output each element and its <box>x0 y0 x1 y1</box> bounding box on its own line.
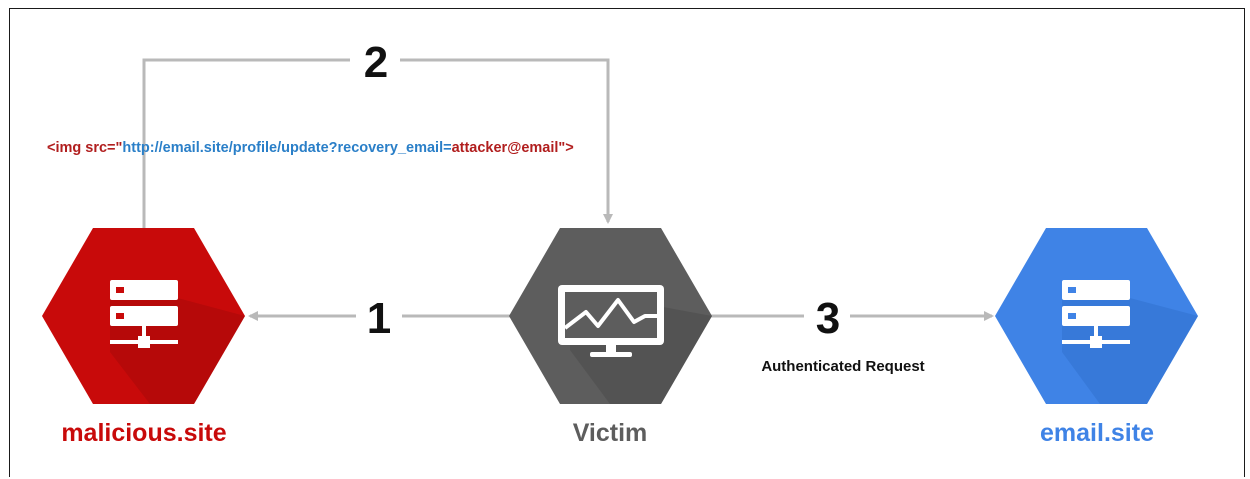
edge-step-2: 2 <box>142 38 613 228</box>
payload-suffix: "> <box>558 140 573 156</box>
email-site-label: email.site <box>1040 419 1154 447</box>
payload-url: http://email.site/profile/update?recover… <box>122 140 451 156</box>
node-victim: Victim <box>509 228 712 447</box>
payload-code: <img src="http://email.site/profile/upda… <box>47 140 574 156</box>
node-malicious-site: malicious.site <box>42 228 245 447</box>
step-3-label: 3 <box>816 294 840 343</box>
malicious-site-label: malicious.site <box>61 419 226 447</box>
server-icon <box>1062 280 1130 348</box>
edge-step-3: 3 Authenticated Request <box>710 294 994 375</box>
diagram-frame <box>9 8 1245 477</box>
node-email-site: email.site <box>995 228 1198 447</box>
step-1-label: 1 <box>367 294 391 343</box>
edge-step-1: 1 <box>248 294 512 343</box>
payload-value: attacker@email <box>452 140 559 156</box>
payload-prefix: <img src=" <box>47 140 122 156</box>
authenticated-request-caption: Authenticated Request <box>761 358 924 375</box>
monitor-icon <box>558 285 664 357</box>
step-2-label: 2 <box>364 38 388 87</box>
server-icon <box>110 280 178 348</box>
victim-label: Victim <box>573 419 648 447</box>
